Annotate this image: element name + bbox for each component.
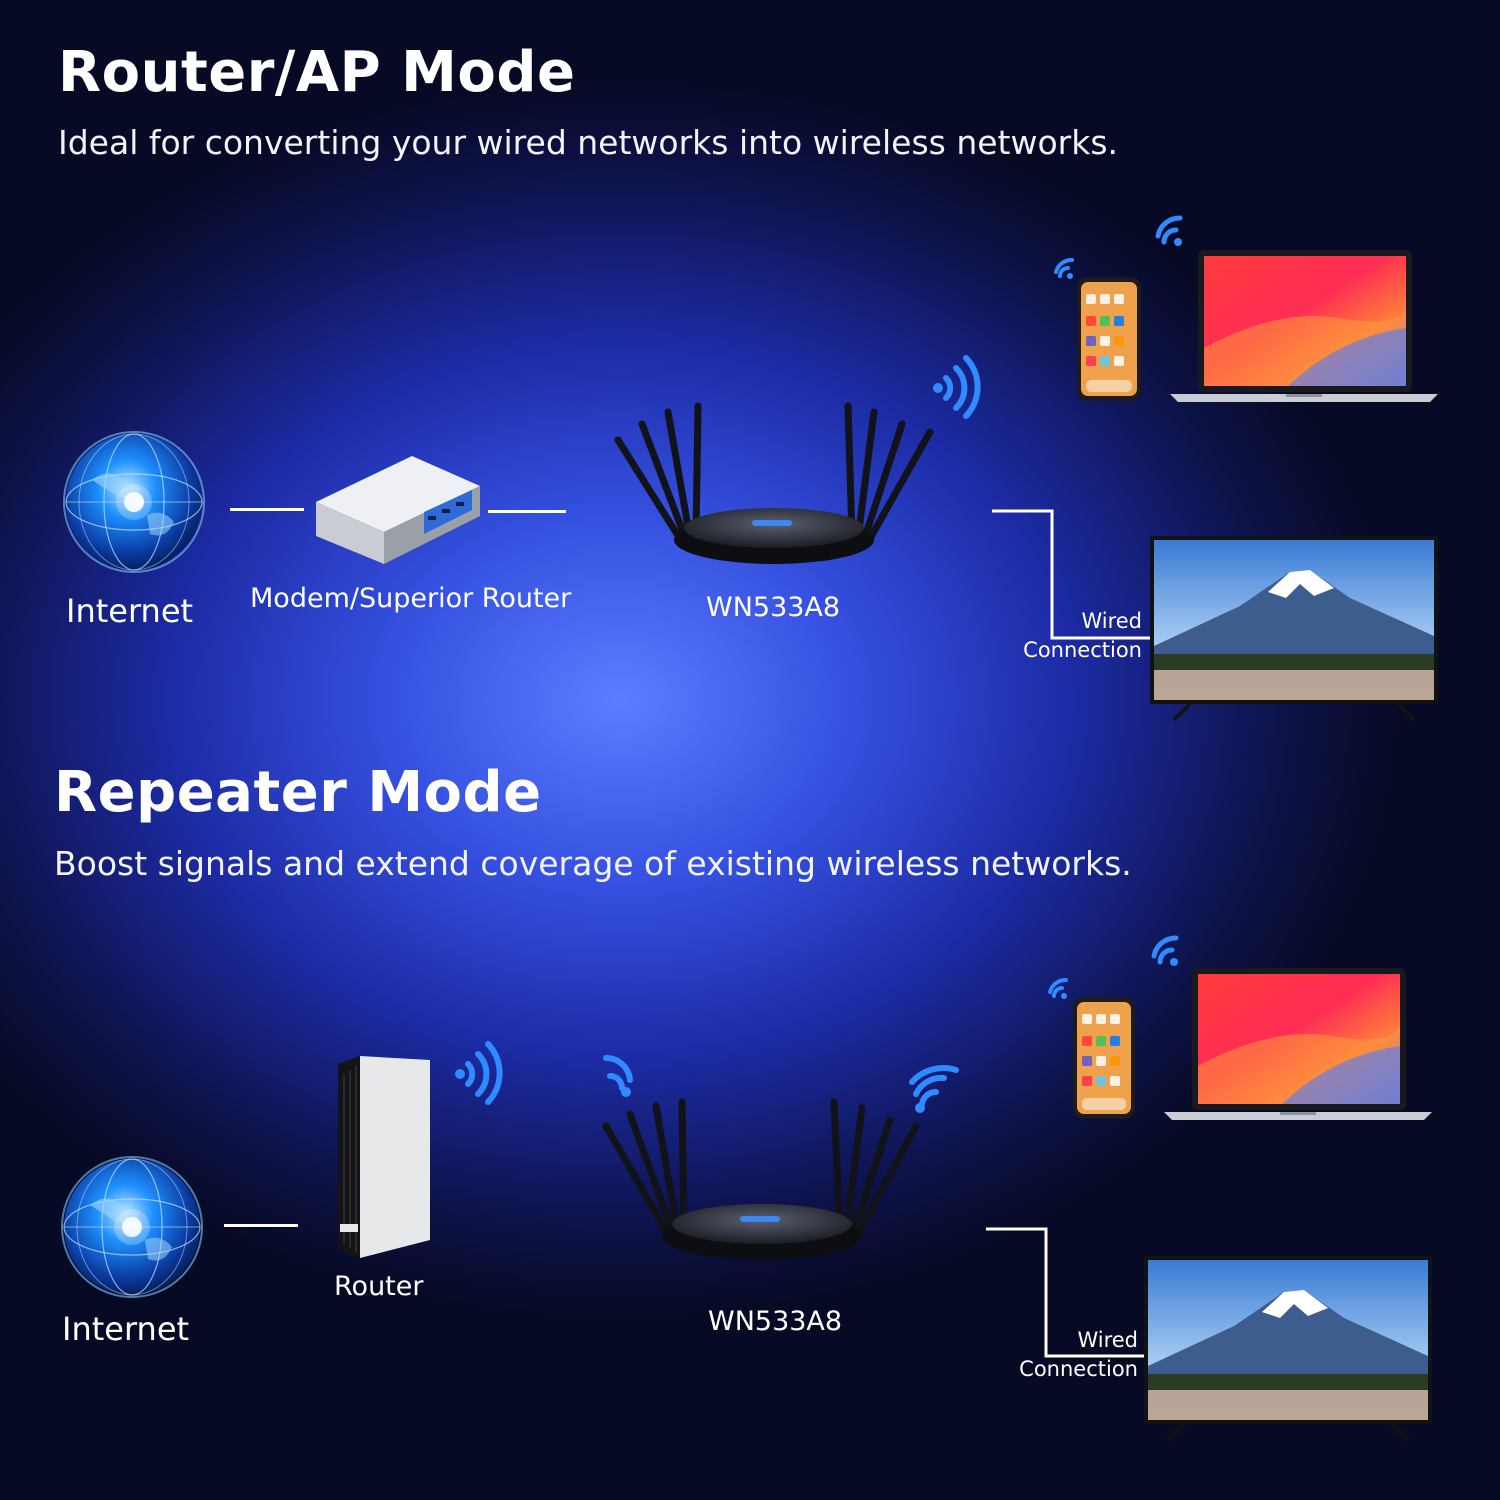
wifi-icon xyxy=(1151,935,1179,966)
wired-connector-line xyxy=(986,1227,1146,1358)
laptop-icon xyxy=(1170,250,1438,402)
wifi-icon xyxy=(1054,258,1074,279)
wifi-icon xyxy=(933,355,981,419)
modem-label: Modem/Superior Router xyxy=(250,583,572,614)
section-title-router-ap: Router/AP Mode xyxy=(58,40,576,105)
section-title-repeater: Repeater Mode xyxy=(54,760,542,825)
connector-line xyxy=(488,510,566,513)
laptop-icon xyxy=(1164,968,1432,1120)
router-icon xyxy=(602,1098,920,1260)
wifi-icon xyxy=(603,1054,633,1097)
wired-label-line2: Connection xyxy=(1019,1357,1138,1381)
device-label: WN533A8 xyxy=(708,1306,843,1337)
router-icon xyxy=(338,1056,430,1258)
wired-label-line2: Connection xyxy=(1023,638,1142,662)
wired-label: Wired Connection xyxy=(980,607,1142,665)
globe-icon xyxy=(61,1156,203,1298)
wifi-icon xyxy=(455,1041,503,1105)
wired-label-line1: Wired xyxy=(1077,1328,1138,1352)
connector-line xyxy=(230,508,304,511)
wired-label: Wired Connection xyxy=(976,1326,1138,1384)
section-subtitle-router-ap: Ideal for converting your wired networks… xyxy=(58,123,1119,162)
router-label: Router xyxy=(334,1271,424,1302)
wifi-icon xyxy=(909,1065,959,1113)
connector-line xyxy=(224,1224,298,1227)
section-subtitle-repeater: Boost signals and extend coverage of exi… xyxy=(54,844,1132,883)
globe-icon xyxy=(63,431,205,573)
router-icon xyxy=(614,402,934,564)
internet-label: Internet xyxy=(62,1310,190,1348)
phone-icon xyxy=(1073,997,1135,1119)
wired-connector-line xyxy=(992,509,1152,640)
tv-icon xyxy=(1150,536,1438,722)
device-label: WN533A8 xyxy=(706,592,841,623)
wired-label-line1: Wired xyxy=(1081,609,1142,633)
wifi-icon xyxy=(1048,978,1068,999)
tv-icon xyxy=(1144,1256,1432,1442)
modem-icon xyxy=(316,456,480,564)
phone-icon xyxy=(1077,277,1141,401)
wifi-icon xyxy=(1155,215,1183,246)
internet-label: Internet xyxy=(66,592,194,630)
